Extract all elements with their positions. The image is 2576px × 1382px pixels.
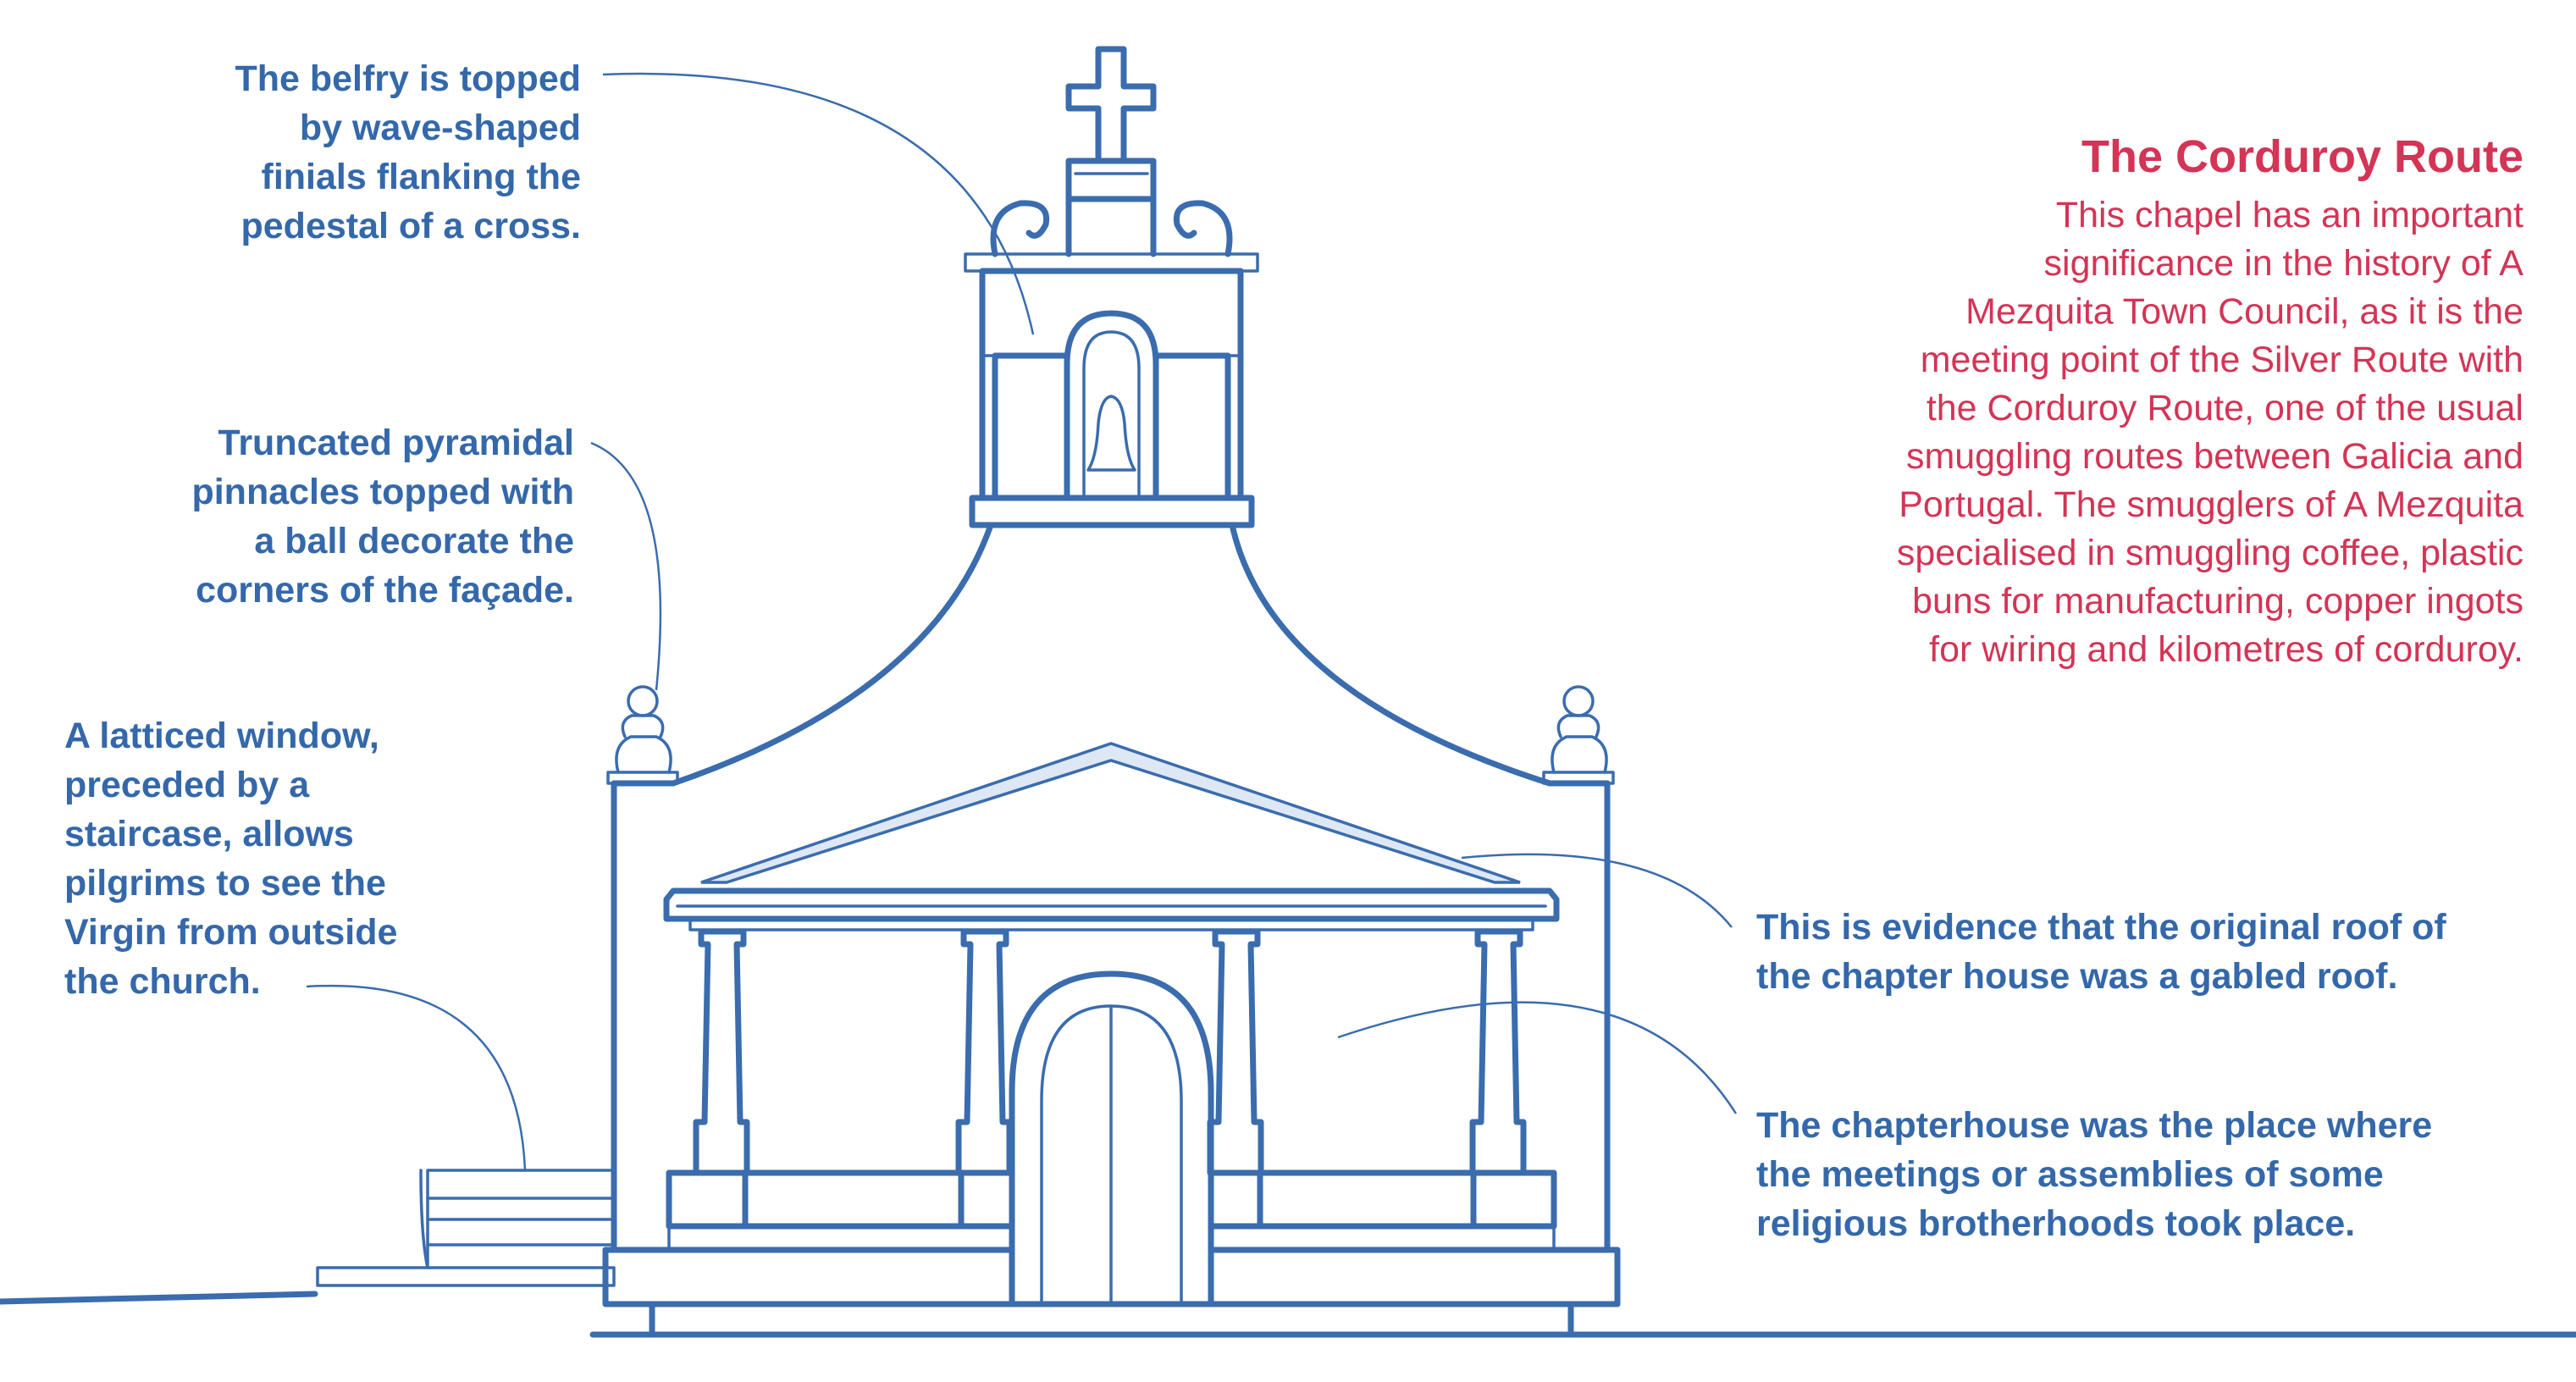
- callout-pinnacles-line: pinnacles topped with: [191, 472, 574, 512]
- callout-window-line: preceded by a: [64, 765, 310, 805]
- info-panel-line: This chapel has an important: [2055, 195, 2523, 235]
- callout-chapterhouse: The chapterhouse was the place where the…: [1756, 1101, 2432, 1248]
- belfry: [964, 158, 1259, 528]
- info-panel-line: the Corduroy Route, one of the usual: [1926, 388, 2523, 428]
- callout-belfry-line: finials flanking the: [261, 157, 582, 197]
- leader-pinnacles: [590, 441, 662, 691]
- leader-window: [306, 984, 527, 1171]
- callout-belfry: The belfry is topped by wave-shaped fini…: [235, 54, 581, 251]
- info-panel-body: This chapel has an important significanc…: [1897, 191, 2523, 674]
- callout-roof-line: the chapter house was a gabled roof.: [1756, 956, 2398, 997]
- info-panel-line: specialised in smuggling coffee, plastic: [1896, 533, 2523, 573]
- callout-chapterhouse-line: religious brotherhoods took place.: [1756, 1203, 2356, 1244]
- callout-pinnacles: Truncated pyramidal pinnacles topped wit…: [191, 418, 574, 615]
- leader-belfry: [602, 72, 1035, 335]
- callout-window-line: staircase, allows: [64, 814, 354, 854]
- callout-window-line: A latticed window,: [64, 716, 379, 756]
- callout-belfry-line: pedestal of a cross.: [240, 206, 582, 246]
- callout-window-line: pilgrims to see the: [64, 863, 386, 904]
- portico-entablature: [663, 887, 1560, 931]
- info-panel-line: buns for manufacturing, copper ingots: [1912, 581, 2523, 622]
- callout-window-line: Virgin from outside: [64, 912, 398, 953]
- info-panel-line: Mezquita Town Council, as it is the: [1965, 291, 2523, 332]
- info-panel-line: Portugal. The smugglers of A Mezquita: [1899, 484, 2523, 525]
- info-panel-title: The Corduroy Route: [2081, 131, 2523, 182]
- callout-pinnacles-line: a ball decorate the: [254, 521, 574, 561]
- entrance-door: [1009, 970, 1214, 1307]
- base-steps: [602, 1224, 1621, 1338]
- callout-pinnacles-line: corners of the façade.: [196, 570, 574, 611]
- info-panel-line: smuggling routes between Galicia and: [1905, 436, 2523, 477]
- callout-belfry-line: by wave-shaped: [299, 108, 581, 148]
- callout-latticed-window: A latticed window, preceded by a stairca…: [64, 711, 397, 1006]
- callout-roof-line: This is evidence that the original roof …: [1756, 907, 2446, 948]
- leader-roof: [1461, 853, 1733, 928]
- info-panel-line: for wiring and kilometres of corduroy.: [1929, 629, 2523, 670]
- leader-lines: [306, 72, 1738, 1171]
- callout-belfry-line: The belfry is topped: [235, 58, 581, 99]
- info-panel-line: significance in the history of A: [2043, 243, 2523, 284]
- side-staircase: [316, 1169, 616, 1287]
- callout-chapterhouse-line: The chapterhouse was the place where: [1756, 1105, 2433, 1146]
- left-pinnacle: [606, 685, 679, 785]
- cross: [1065, 46, 1157, 164]
- leader-chapterhouse: [1337, 1001, 1738, 1114]
- callout-gabled-roof: This is evidence that the original roof …: [1756, 903, 2446, 1001]
- ground-line: [0, 1291, 2576, 1338]
- right-pinnacle: [1542, 685, 1615, 785]
- dome: [670, 522, 1553, 787]
- callout-window-line: the church.: [64, 961, 261, 1002]
- info-panel-line: meeting point of the Silver Route with: [1920, 340, 2523, 380]
- gable-roof-outline: [700, 742, 1521, 884]
- callout-chapterhouse-line: the meetings or assemblies of some: [1756, 1154, 2384, 1195]
- callout-pinnacles-line: Truncated pyramidal: [218, 423, 574, 463]
